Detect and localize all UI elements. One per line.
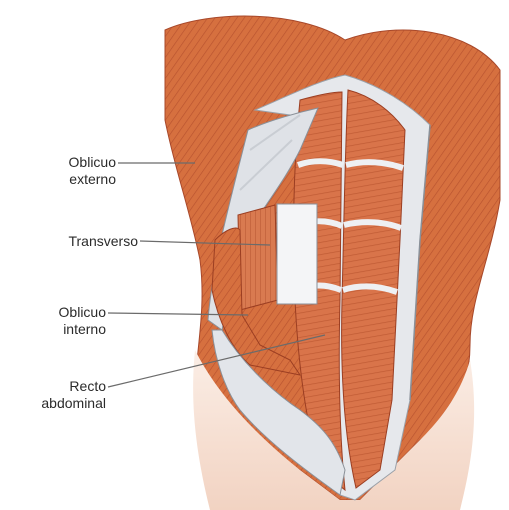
- label-oblicuo-externo-line1: Oblicuo: [28, 154, 116, 171]
- label-recto-abdominal-line2: abdominal: [10, 395, 106, 412]
- label-transverso-line1: Transverso: [20, 233, 138, 250]
- label-recto-abdominal: Recto abdominal: [10, 378, 106, 412]
- label-transverso: Transverso: [20, 233, 138, 250]
- label-oblicuo-interno: Oblicuo interno: [18, 304, 106, 338]
- label-oblicuo-externo: Oblicuo externo: [28, 154, 116, 188]
- transversus-abdominis: [238, 205, 278, 310]
- transversus-aponeurosis: [277, 204, 317, 304]
- label-oblicuo-interno-line1: Oblicuo: [18, 304, 106, 321]
- label-oblicuo-interno-line2: interno: [18, 321, 106, 338]
- label-oblicuo-externo-line2: externo: [28, 171, 116, 188]
- label-recto-abdominal-line1: Recto: [10, 378, 106, 395]
